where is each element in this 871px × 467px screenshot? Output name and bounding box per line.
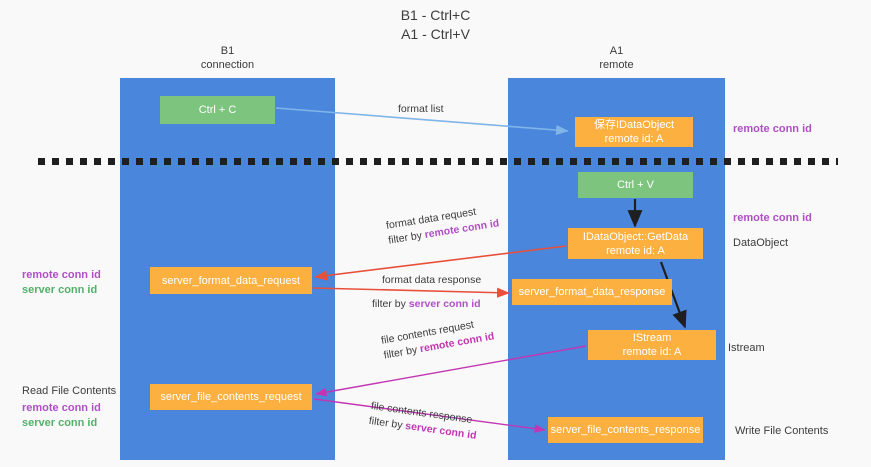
node-server-format-data-response-label: server_format_data_response (518, 286, 666, 298)
phase-divider (38, 158, 838, 165)
edge-label-format-data-request: format data request filter by remote con… (385, 201, 500, 248)
node-ctrl-v[interactable]: Ctrl + V (578, 172, 693, 198)
node-ctrl-v-label: Ctrl + V (617, 179, 654, 191)
node-save-idataobject[interactable]: 保存IDataObject remote id: A (575, 117, 693, 147)
node-idataobject-getdata[interactable]: IDataObject::GetData remote id: A (568, 228, 703, 259)
annotation-left-server-conn-id: server conn id (22, 284, 98, 296)
column-b1-subtitle: connection (200, 59, 255, 71)
node-save-idataobject-line2: remote id: A (604, 133, 664, 145)
title-line-2: A1 - Ctrl+V (401, 26, 470, 42)
node-getdata-line2: remote id: A (606, 244, 665, 257)
column-b1-name: B1 (220, 45, 235, 57)
diagram-title: B1 - Ctrl+C A1 - Ctrl+V (0, 6, 871, 44)
node-server-file-contents-request-label: server_file_contents_request (160, 391, 302, 403)
node-istream-line2: remote id: A (622, 346, 682, 358)
annotation-left-conn-ids-middle: remote conn id server conn id (22, 268, 101, 298)
column-a1-name: A1 (609, 45, 624, 57)
node-ctrl-c-label: Ctrl + C (198, 104, 237, 116)
node-server-format-data-request-label: server_format_data_request (161, 274, 301, 287)
annotation-remote-conn-id-mid: remote conn id (733, 212, 812, 224)
edge-label-file-contents-response: file contents response filter by server … (368, 399, 480, 444)
column-a1-subtitle: remote (599, 59, 634, 71)
node-getdata-line1: IDataObject::GetData (582, 230, 689, 243)
arrow-format-data-response (312, 287, 510, 298)
annotation-left-server-conn-id-2: server conn id (22, 417, 98, 429)
edge-label-format-data-response: format data response (382, 274, 482, 286)
edge-label-file-contents-request: file contents request filter by remote c… (380, 315, 496, 364)
annotation-left-remote-conn-id-2: remote conn id (22, 402, 101, 414)
annotation-istream: Istream (728, 342, 765, 354)
title-line-1: B1 - Ctrl+C (400, 7, 471, 23)
node-save-idataobject-line1: 保存IDataObject (593, 119, 675, 131)
annotation-remote-conn-id-top: remote conn id (733, 123, 812, 135)
annotation-read-file-contents: Read File Contents (22, 385, 117, 397)
filter-prefix: filter by (368, 414, 407, 432)
filter-id-server-conn-id: server conn id (408, 298, 481, 310)
node-server-file-contents-response-label: server_file_contents_response (550, 424, 701, 436)
annotation-left-conn-ids-bottom: remote conn id server conn id (22, 401, 101, 431)
annotation-write-file-contents: Write File Contents (735, 425, 829, 437)
node-istream[interactable]: IStream remote id: A (588, 330, 716, 360)
annotation-left-remote-conn-id: remote conn id (22, 269, 101, 281)
filter-prefix: filter by (372, 298, 409, 310)
node-server-format-data-request[interactable]: server_format_data_request (150, 267, 312, 294)
node-istream-line1: IStream (632, 332, 672, 344)
column-header-b1: B1 connection (120, 44, 335, 72)
node-server-file-contents-request[interactable]: server_file_contents_request (150, 384, 312, 410)
node-server-format-data-response[interactable]: server_format_data_response (512, 279, 672, 305)
edge-label-format-list: format list (398, 103, 444, 115)
node-ctrl-c[interactable]: Ctrl + C (160, 96, 275, 124)
annotation-dataobject: DataObject (733, 237, 789, 249)
edge-label-format-data-response-filter: filter by server conn id (372, 297, 481, 312)
node-server-file-contents-response[interactable]: server_file_contents_response (548, 417, 703, 443)
column-header-a1: A1 remote (508, 44, 725, 72)
